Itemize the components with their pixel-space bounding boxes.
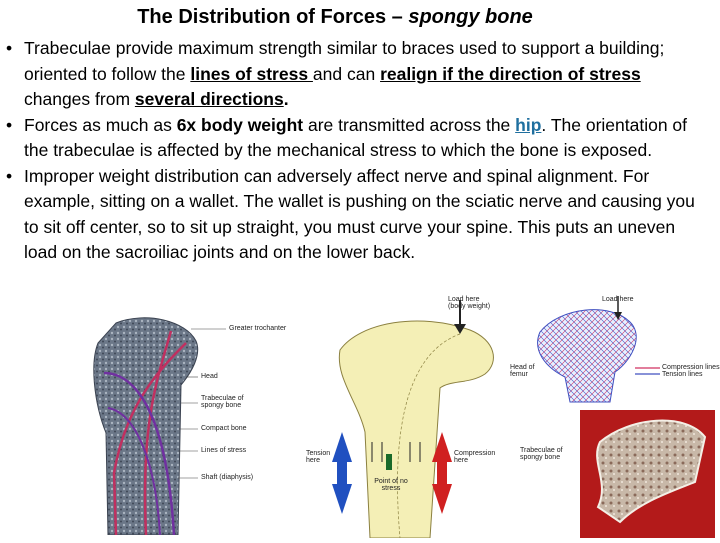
label-head-of-femur: Head of femur <box>510 364 535 378</box>
femur-section-illustration <box>93 317 226 536</box>
load-arrowhead <box>454 324 466 334</box>
title-main: The Distribution of Forces – <box>137 6 409 28</box>
b2-body-weight: 6x body weight <box>176 114 304 135</box>
load-diagram-figure: Load here (body weight) Head of femur Te… <box>300 292 540 539</box>
label-shaft: Shaft (diaphysis) <box>201 474 254 481</box>
b2-text-2: are transmitted across the <box>303 114 516 135</box>
trabecular-lines-diagram <box>537 296 715 538</box>
b1-several-directions: several directions <box>134 89 284 109</box>
femur-section-figure: Greater trochanter Head Trabeculae of sp… <box>86 313 286 536</box>
b3-text: Improper weight distribution can adverse… <box>24 165 695 263</box>
label-head: Head <box>201 373 218 380</box>
label-load-body-weight: Load here (body weight) <box>448 296 491 310</box>
b1-text-2: and can <box>312 63 381 84</box>
b1-text-3: changes from <box>24 89 135 109</box>
label-greater-trochanter: Greater trochanter <box>229 325 287 332</box>
bullet-1: • Trabeculae provide maximum strength si… <box>0 36 700 113</box>
bullet-dot: • <box>6 114 13 135</box>
bone-photo <box>596 419 707 524</box>
bullet-dot: • <box>6 165 13 186</box>
bullet-2: • Forces as much as 6x body weight are t… <box>0 113 700 164</box>
slide-title: The Distribution of Forces – spongy bone <box>0 6 670 29</box>
hip-link[interactable]: hip <box>515 114 542 135</box>
b1-lines-of-stress: lines of stress <box>190 63 313 84</box>
label-compression-lines: Compression lines <box>662 364 720 371</box>
label-load-here: Load here <box>602 296 634 303</box>
b1-realign: realign if the direction of stress <box>380 63 641 84</box>
label-compact-bone: Compact bone <box>201 425 247 432</box>
b1-text-1: Trabeculae provide maximum strength simi… <box>24 38 665 84</box>
label-lines-of-stress: Lines of stress <box>201 447 247 454</box>
label-trabeculae: Trabeculae of spongy bone <box>201 395 244 409</box>
label-tension-here: Tension here <box>306 450 331 464</box>
bullet-list: • Trabeculae provide maximum strength si… <box>0 36 700 266</box>
label-tension-lines: Tension lines <box>662 371 703 378</box>
label-compression-here: Compression here <box>454 450 496 464</box>
b2-text-3: . The orientation of the trabeculae is a… <box>24 114 688 161</box>
title-italic: spongy bone <box>408 6 533 28</box>
compression-arrow <box>432 432 452 514</box>
stress-line <box>143 330 173 536</box>
tension-arrow <box>332 432 352 514</box>
b1-text-4: . <box>283 89 289 109</box>
no-stress-marker <box>386 454 392 470</box>
bullet-3: • Improper weight distribution can adver… <box>0 164 700 266</box>
label-trabeculae-right: Trabeculae of spongy bone <box>520 447 563 461</box>
b2-text-1: Forces as much as <box>24 114 177 135</box>
stress-line <box>103 371 176 536</box>
label-point-of-no-stress: Point of no stress <box>374 478 408 492</box>
femur-load-diagram <box>332 300 494 539</box>
bullet-dot: • <box>6 38 13 58</box>
stress-line <box>107 407 161 536</box>
stress-lines-figure: Load here Compression lines Tension line… <box>520 292 720 538</box>
